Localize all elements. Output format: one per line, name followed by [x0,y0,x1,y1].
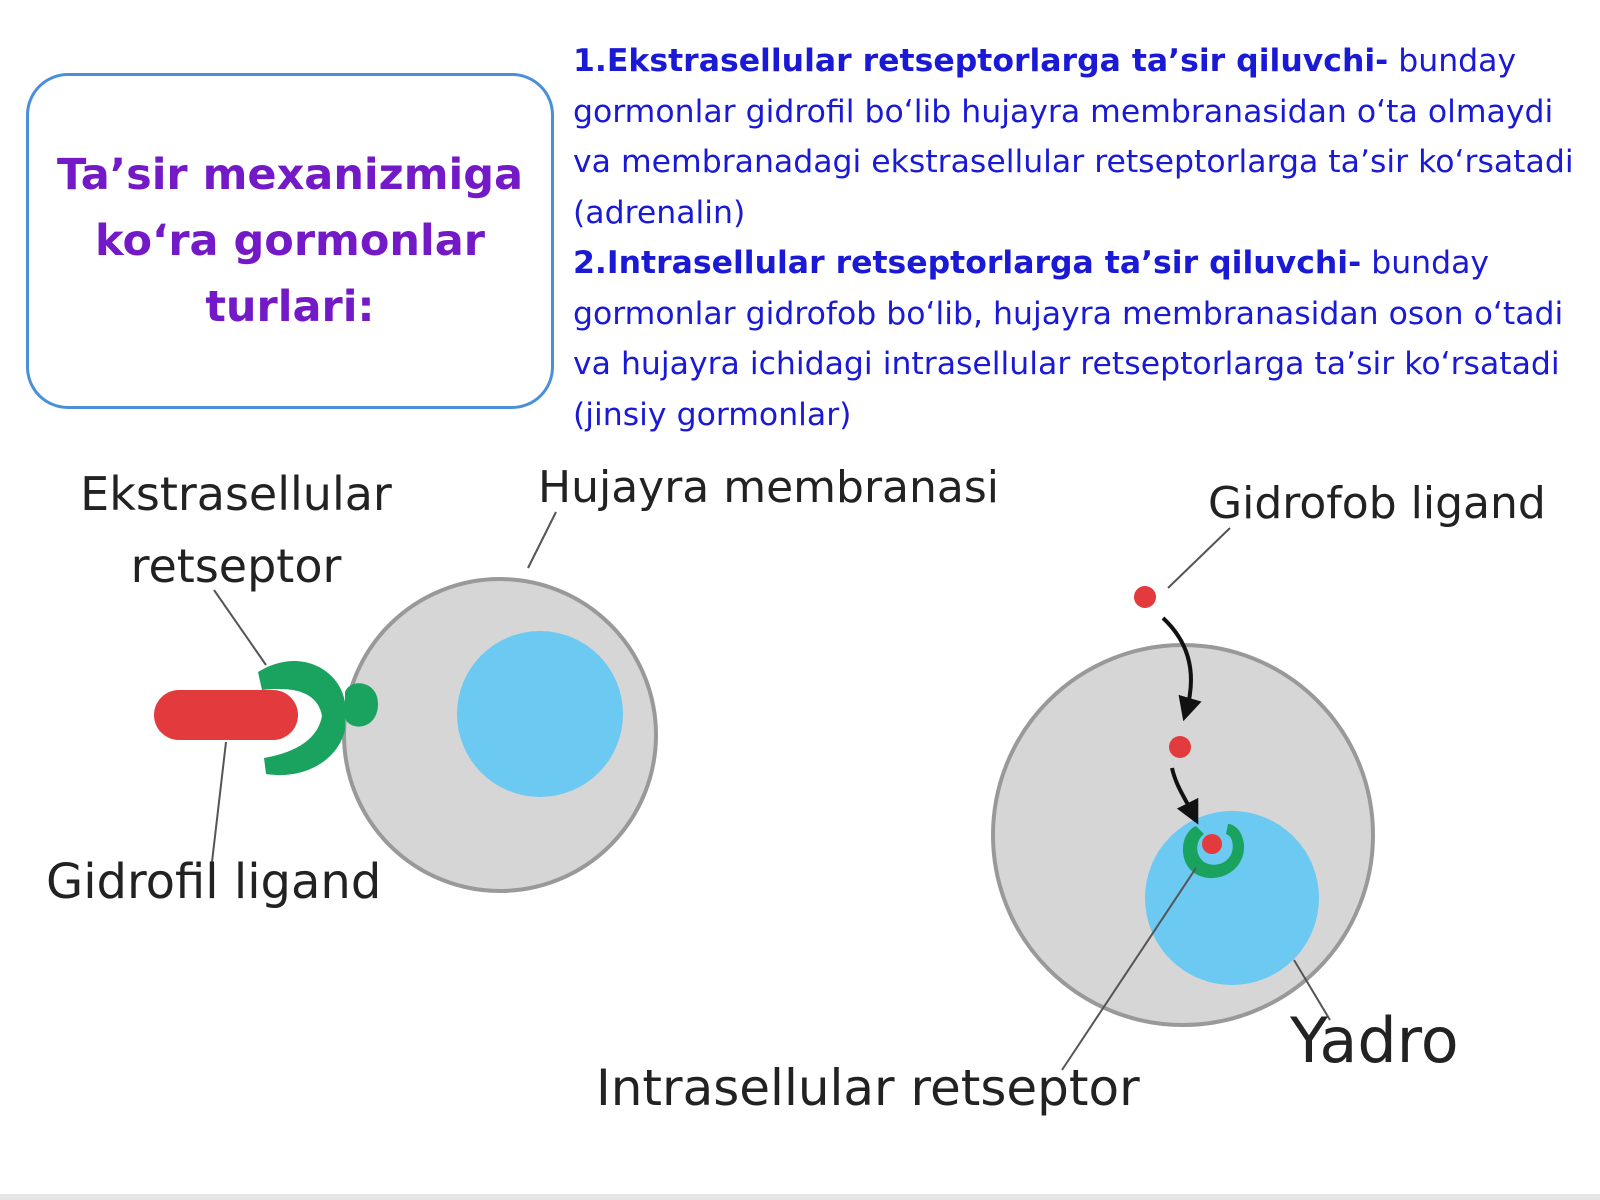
description-item-1-text: bunday gormonlar gidrofil bo‘lib hujayra… [573,43,1574,231]
label-intracellular-receptor: Intrasellular retseptor [596,1059,1140,1117]
leader-line-nucleus [1293,959,1331,1021]
description-item-2-lead: 2.Intrasellular retseptorlarga ta’sir qi… [573,245,1362,281]
leader-lines [211,511,1331,1071]
intracellular-cell-group [991,586,1375,1027]
title-box: Ta’sir mexanizmiga ko‘ra gormonlar turla… [26,73,554,409]
hormone-receptor-diagram: Ekstrasellular retseptor Hujayra membran… [46,462,1546,1117]
slide-title: Ta’sir mexanizmiga ko‘ra gormonlar turla… [56,150,524,332]
diagram-labels: Ekstrasellular retseptor Hujayra membran… [46,462,1546,1117]
arrow-into-nucleus [1170,767,1199,825]
intracellular-receptor [1182,824,1245,879]
bottom-divider [0,1194,1600,1200]
description-item-2: 2.Intrasellular retseptorlarga ta’sir qi… [573,238,1583,440]
extracellular-receptor [258,660,378,776]
label-nucleus: Yadro [1289,1004,1459,1077]
label-extracellular-receptor-line1: Ekstrasellular [80,467,392,521]
label-cell-membrane: Hujayra membranasi [538,462,999,513]
leader-line-hydrophilic-ligand [211,741,227,863]
hydrophobic-ligand-in-receptor [1202,834,1222,854]
leader-line-hydrophobic-ligand [1167,527,1231,589]
hydrophilic-ligand [154,690,298,740]
label-hydrophobic-ligand: Gidrofob ligand [1208,478,1546,529]
leader-line-extracellular-receptor [213,589,267,666]
description-text: 1.Ekstrasellular retseptorlarga ta’sir q… [573,36,1583,440]
description-item-1-lead: 1.Ekstrasellular retseptorlarga ta’sir q… [573,43,1389,79]
label-hydrophilic-ligand: Gidrofil ligand [46,854,381,910]
label-extracellular-receptor-line2: retseptor [131,539,342,593]
leader-line-intracellular-receptor [1061,867,1197,1071]
hydrophobic-ligand-outside [1134,586,1156,608]
arrow-into-cell [1161,616,1202,722]
left-nucleus [457,631,623,797]
hydrophobic-ligand-in-cytoplasm [1169,736,1191,758]
description-item-2-text: bunday gormonlar gidrofob bo‘lib, hujayr… [573,245,1564,433]
leader-line-cell-membrane [527,511,557,569]
extracellular-cell-group [154,577,658,893]
description-item-1: 1.Ekstrasellular retseptorlarga ta’sir q… [573,36,1583,238]
